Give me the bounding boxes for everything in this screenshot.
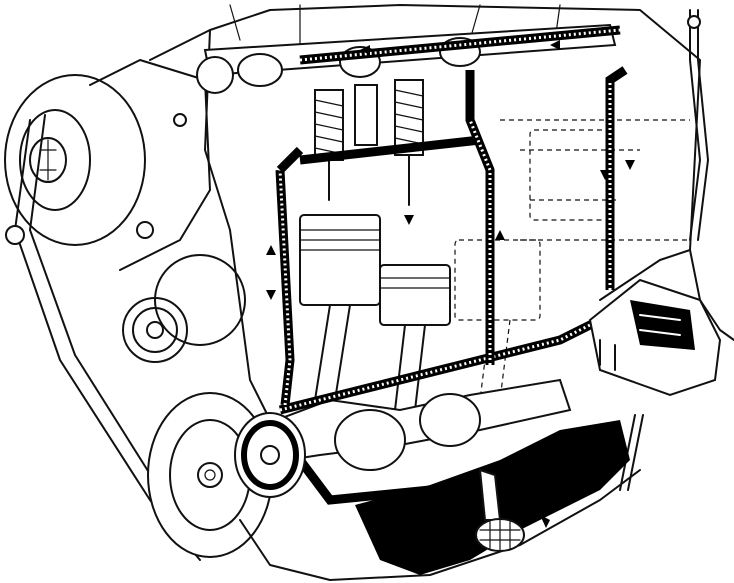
oil-pickup-strainer: [475, 468, 525, 552]
belt-tensioner: [5, 225, 25, 245]
oil-pump: [234, 412, 306, 498]
arrow-up-icon: [266, 245, 276, 255]
valve-springs: [299, 79, 481, 206]
piston-4: [529, 129, 611, 221]
timing-belt-sprocket: [122, 254, 246, 363]
arrow-left-icon: [550, 40, 560, 50]
piston-1: [299, 214, 381, 306]
dipstick-tube: [619, 9, 709, 491]
arrow-down-icon: [266, 290, 276, 300]
piston-3: [454, 239, 541, 321]
piston-2: [379, 264, 451, 326]
camshaft: [196, 23, 621, 94]
arrow-down-icon: [404, 215, 414, 225]
arrow-left-icon: [360, 45, 370, 55]
arrow-down-icon: [600, 170, 610, 180]
oil-filter: [588, 278, 722, 397]
pistons: [299, 129, 611, 326]
alternator: [4, 59, 211, 271]
arrow-up-icon: [495, 230, 505, 240]
arrow-down-icon: [625, 160, 635, 170]
